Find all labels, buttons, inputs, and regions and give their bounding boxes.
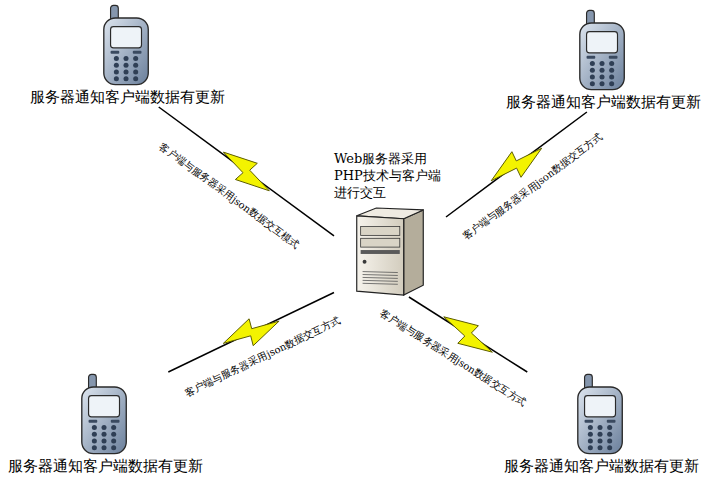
phone-node: 服务器通知客户端数据有更新 xyxy=(8,372,203,476)
edge-label: 客户端与服务器采用json数据交互方式 xyxy=(460,131,606,244)
phone-icon xyxy=(98,3,156,88)
phone-caption: 服务器通知客户端数据有更新 xyxy=(8,457,203,476)
server-node: Web服务器采用PHP技术与客户端进行交互 xyxy=(334,150,446,297)
lightning-bolt xyxy=(223,152,269,191)
phone-icon xyxy=(76,372,134,457)
lightning-bolt xyxy=(444,317,493,352)
lightning-bolt xyxy=(223,319,279,346)
phone-caption: 服务器通知客户端数据有更新 xyxy=(504,457,699,476)
phone-node: 服务器通知客户端数据有更新 xyxy=(30,3,225,107)
phone-node: 服务器通知客户端数据有更新 xyxy=(504,372,699,476)
server-icon xyxy=(352,207,428,297)
phone-icon xyxy=(574,8,632,93)
lightning-bolt xyxy=(491,148,542,181)
phone-icon xyxy=(572,372,630,457)
phone-caption: 服务器通知客户端数据有更新 xyxy=(30,88,225,107)
phone-caption: 服务器通知客户端数据有更新 xyxy=(506,93,701,112)
phone-node: 服务器通知客户端数据有更新 xyxy=(506,8,701,112)
server-caption: Web服务器采用PHP技术与客户端进行交互 xyxy=(334,150,446,201)
